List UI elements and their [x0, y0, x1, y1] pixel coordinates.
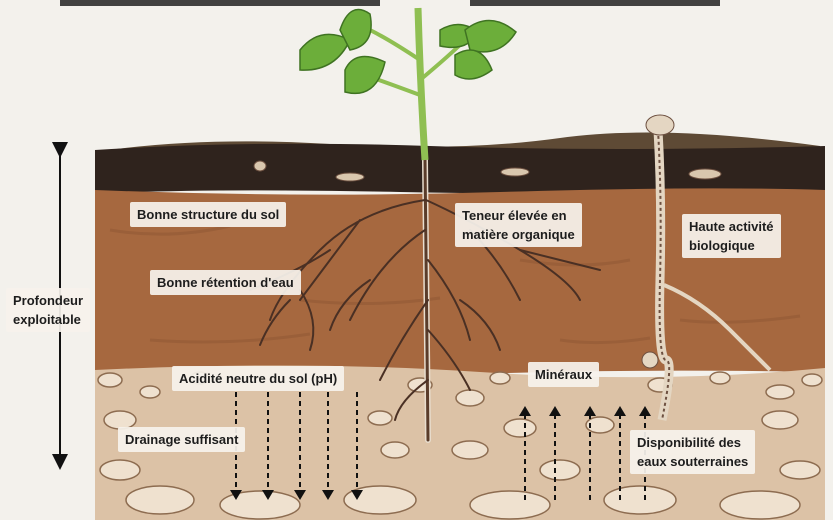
label-biological-activity-line1: Haute activité — [689, 217, 774, 236]
label-groundwater: Disponibilité des eaux souterraines — [630, 430, 755, 474]
label-groundwater-line2: eaux souterraines — [637, 452, 748, 471]
label-usable-depth-line2: exploitable — [13, 310, 83, 329]
label-soil-ph: Acidité neutre du sol (pH) — [172, 366, 344, 391]
label-minerals: Minéraux — [528, 362, 599, 387]
label-drainage: Drainage suffisant — [118, 427, 245, 452]
label-drainage-text: Drainage suffisant — [125, 432, 238, 447]
plant-shoot — [300, 8, 516, 160]
label-groundwater-line1: Disponibilité des — [637, 433, 748, 452]
label-soil-structure: Bonne structure du sol — [130, 202, 286, 227]
label-usable-depth: Profondeur exploitable — [6, 288, 90, 332]
topsoil-layer — [95, 144, 825, 194]
label-organic-matter: Teneur élevée en matière organique — [455, 203, 582, 247]
label-usable-depth-line1: Profondeur — [13, 291, 83, 310]
label-organic-matter-line1: Teneur élevée en — [462, 206, 575, 225]
label-water-retention: Bonne rétention d'eau — [150, 270, 301, 295]
label-soil-ph-text: Acidité neutre du sol (pH) — [179, 371, 337, 386]
label-organic-matter-line2: matière organique — [462, 225, 575, 244]
label-water-retention-text: Bonne rétention d'eau — [157, 275, 294, 290]
label-minerals-text: Minéraux — [535, 367, 592, 382]
label-biological-activity: Haute activité biologique — [682, 214, 781, 258]
label-biological-activity-line2: biologique — [689, 236, 774, 255]
label-soil-structure-text: Bonne structure du sol — [137, 207, 279, 222]
